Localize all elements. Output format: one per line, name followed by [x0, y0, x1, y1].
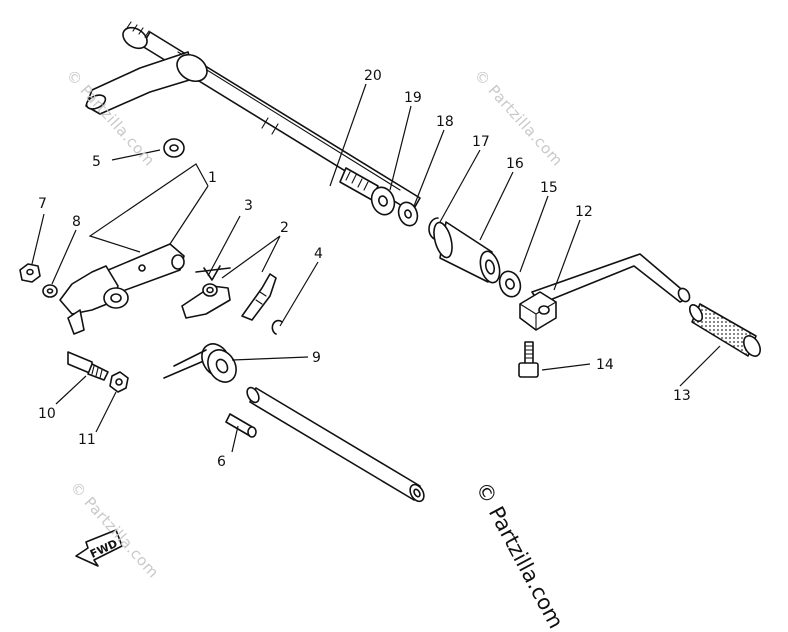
callout-6: 6 [217, 454, 226, 470]
callout-2: 2 [280, 220, 289, 236]
part-20-shift-shaft[interactable] [84, 21, 421, 213]
callout-13: 13 [673, 388, 691, 404]
callout-9: 9 [312, 350, 321, 366]
lower-shaft[interactable] [245, 386, 427, 504]
part-7-nut[interactable] [19, 263, 41, 283]
part-19-washer[interactable] [368, 184, 398, 218]
part-9-torsion-spring[interactable] [163, 339, 242, 387]
callout-17: 17 [472, 134, 490, 150]
part-3-spring[interactable] [195, 265, 231, 281]
callout-12: 12 [575, 204, 593, 220]
part-2-shift-pawl[interactable] [181, 273, 277, 321]
leader-lines [31, 83, 721, 453]
part-4-circlip[interactable] [271, 319, 283, 335]
exploded-parts-diagram: 20 19 18 17 16 15 12 14 13 5 1 3 2 4 7 8… [19, 21, 763, 567]
callout-10: 10 [38, 406, 56, 422]
part-8-washer[interactable] [42, 284, 58, 298]
callout-19: 19 [404, 90, 422, 106]
callout-8: 8 [72, 214, 81, 230]
callout-15: 15 [540, 180, 558, 196]
callout-1: 1 [208, 170, 217, 186]
callout-7: 7 [38, 196, 47, 212]
callout-14: 14 [596, 357, 614, 373]
part-16-bushing[interactable] [431, 221, 503, 285]
part-14-bolt[interactable] [518, 341, 539, 378]
fwd-arrow [75, 529, 123, 567]
part-15-washer[interactable] [496, 268, 524, 299]
callout-5: 5 [92, 154, 101, 170]
part-5-bush[interactable] [163, 138, 185, 158]
callout-18: 18 [436, 114, 454, 130]
callout-4: 4 [314, 246, 323, 262]
part-18-washer[interactable] [395, 200, 420, 229]
callout-3: 3 [244, 198, 253, 214]
part-1-shift-arm[interactable] [59, 243, 185, 335]
callout-20: 20 [364, 68, 382, 84]
part-13-pedal-rubber[interactable] [687, 303, 763, 359]
callout-11: 11 [78, 432, 96, 448]
callout-16: 16 [506, 156, 524, 172]
part-6-pin[interactable] [225, 413, 257, 438]
part-10-adjust-screw[interactable] [67, 351, 109, 381]
part-12-shift-pedal[interactable] [519, 253, 692, 331]
part-11-nut[interactable] [109, 371, 129, 393]
